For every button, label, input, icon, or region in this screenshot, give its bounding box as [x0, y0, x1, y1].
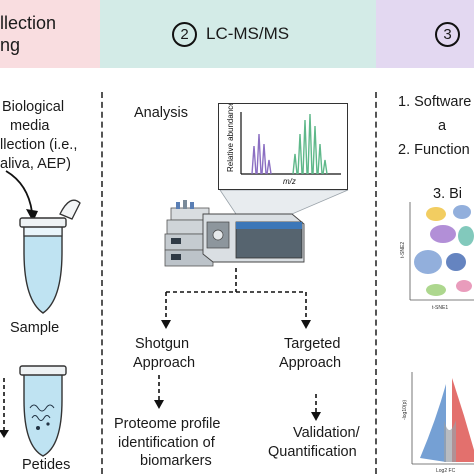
step2-title: LC-MS/MS — [206, 24, 290, 43]
step2-header-band — [100, 0, 376, 68]
column-divider-1 — [101, 92, 103, 474]
collection-text-line3: llection (i.e., — [0, 137, 78, 153]
petides-label: Petides — [22, 457, 71, 473]
purple-peak-cluster — [251, 133, 272, 175]
arrow-head-icon — [26, 209, 38, 222]
tsne-plot: t-SNE2 t-SNE1 — [400, 202, 474, 311]
targeted-label-line1: Targeted — [284, 336, 341, 352]
collection-illustration — [0, 170, 81, 457]
spectrum-inset: Relative abundance m/z — [218, 101, 348, 190]
analysis-step1-line1: 1. Software — [398, 94, 472, 110]
svg-text:t-SNE2: t-SNE2 — [400, 242, 406, 258]
profile-label-line2: identification of — [118, 435, 215, 451]
svg-text:t-SNE1: t-SNE1 — [432, 305, 448, 311]
curved-arrow-icon — [5, 170, 33, 213]
step1-title-line2: ng — [0, 35, 21, 55]
validation-label-line1: Validation/ — [293, 425, 360, 441]
volcano-plot: -log10(p) Log2 FC — [402, 372, 474, 474]
sample-label: Sample — [10, 320, 60, 336]
analysis-step2-line1: 2. Function — [398, 142, 470, 158]
analysis-label: Analysis — [134, 105, 188, 121]
ms-instrument-icon — [202, 213, 305, 263]
collection-text-line2: media — [10, 118, 50, 134]
step1-header-band — [0, 0, 100, 68]
collection-text-line1: Biological — [2, 99, 65, 115]
validation-label-line2: Quantification — [268, 444, 357, 460]
profile-label-line3: biomarkers — [140, 453, 212, 469]
analysis-step3-label: 3. Bi — [433, 186, 463, 202]
shotgun-label-line1: Shotgun — [135, 336, 190, 352]
step2-number-badge: 2 — [172, 22, 197, 47]
svg-text:-log10(p): -log10(p) — [402, 400, 408, 420]
spectrum-xlabel: m/z — [283, 177, 296, 186]
green-peak-cluster — [292, 113, 328, 175]
lcms-illustration — [154, 189, 349, 421]
collection-text-line4: aliva, AEP) — [0, 156, 71, 172]
peptides-tube-icon — [19, 365, 67, 457]
ms-spectrum-plot: Relative abundance m/z — [226, 101, 341, 186]
analysis-step1-line2: a — [438, 118, 447, 134]
svg-text:Log2 FC: Log2 FC — [436, 468, 456, 474]
sample-tube-icon — [19, 199, 81, 314]
shotgun-label-line2: Approach — [133, 355, 196, 371]
spectrum-ylabel: Relative abundance — [226, 104, 235, 172]
column-divider-2 — [375, 92, 377, 474]
profile-label-line1: Proteome profile — [114, 416, 221, 432]
step3-number-badge: 3 — [435, 22, 460, 47]
step1-title-line1: llection — [0, 13, 57, 33]
targeted-label-line2: Approach — [279, 355, 342, 371]
